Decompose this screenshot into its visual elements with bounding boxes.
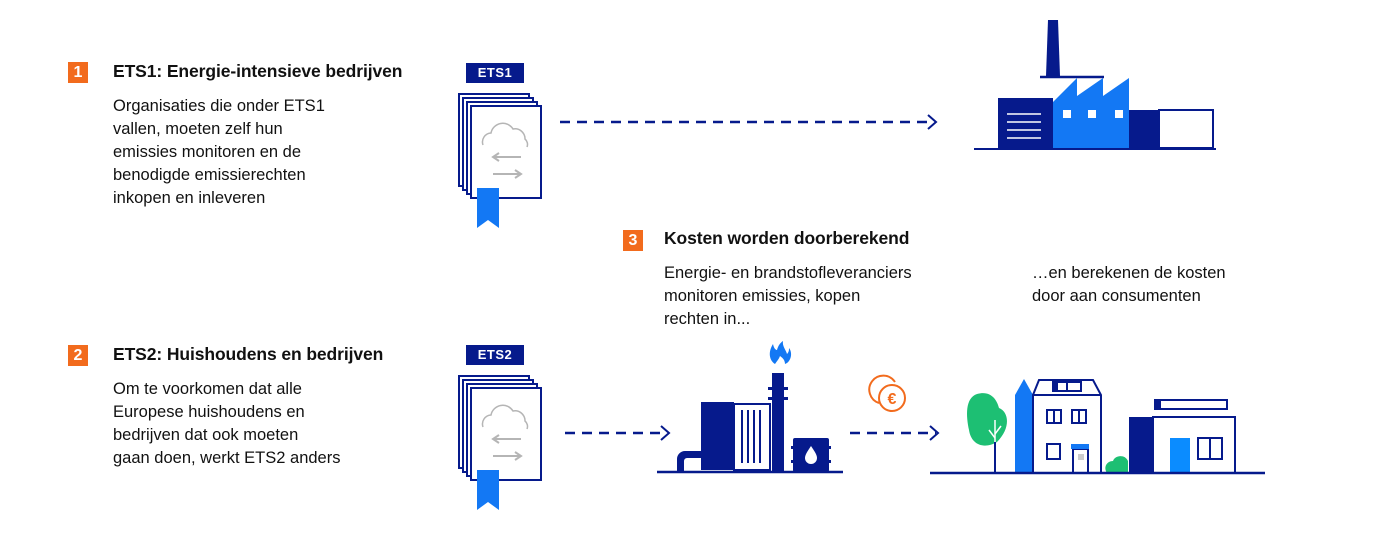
step-2-body-line: bedrijven dat ook moeten [113,426,299,444]
step-3-body-line: monitoren emissies, kopen [664,287,861,305]
ets1-label: ETS1 [466,63,524,83]
step-1-body-line: Organisaties die onder ETS1 [113,97,325,115]
flame-icon [769,341,792,364]
dashed-arrow-icon [560,114,938,130]
exchange-arrows-icon [491,434,523,461]
step-2-body-line: gaan doen, werkt ETS2 anders [113,449,341,467]
step-2-title: ETS2: Huishoudens en bedrijven [113,344,384,364]
ribbon-icon [477,470,499,510]
step-2-number-badge: 2 [68,345,88,366]
step-3-title: Kosten worden doorberekend [664,228,910,248]
oil-drop-icon [805,446,817,464]
bush-icon [1105,456,1128,473]
dashed-arrow-icon [850,425,940,441]
certificate-stack-icon [458,93,542,228]
step-2-body-line: Europese huishoudens en [113,403,305,421]
factory-icon [974,20,1216,150]
step-3-body: Energie- en brandstofleveranciers monito… [664,262,912,331]
dashed-arrow-icon [565,425,671,441]
step-3-body-right: …en berekenen de kosten door aan consume… [1032,262,1226,308]
step-1-body-line: vallen, moeten zelf hun [113,120,283,138]
step-3-body-line: Energie- en brandstofleveranciers [664,264,912,282]
step-2-body-line: Om te voorkomen dat alle [113,380,302,398]
step-3-body-right-line: door aan consumenten [1032,287,1201,305]
cloud-icon [481,404,529,430]
step-3-body-right-line: …en berekenen de kosten [1032,264,1226,282]
step-1-number-badge: 1 [68,62,88,83]
ets2-label: ETS2 [466,345,524,365]
cloud-icon [481,122,529,148]
step-3-body-line: rechten in... [664,310,751,328]
fuel-supplier-icon [657,341,843,474]
step-1-body-line: inkopen en inleveren [113,189,266,207]
step-1-body: Organisaties die onder ETS1 vallen, moet… [113,95,325,210]
step-3-number-badge: 3 [623,230,643,251]
step-1-title: ETS1: Energie-intensieve bedrijven [113,61,403,81]
tree-icon [967,393,1007,446]
houses-icon [930,379,1265,475]
euro-coins-icon: € [868,374,906,412]
svg-text:€: € [888,391,897,408]
certificate-stack-icon [458,375,542,510]
step-1-body-line: emissies monitoren en de [113,143,302,161]
exchange-arrows-icon [491,152,523,179]
step-2-body: Om te voorkomen dat alle Europese huisho… [113,378,340,470]
ribbon-icon [477,188,499,228]
step-1-body-line: benodigde emissierechten [113,166,306,184]
